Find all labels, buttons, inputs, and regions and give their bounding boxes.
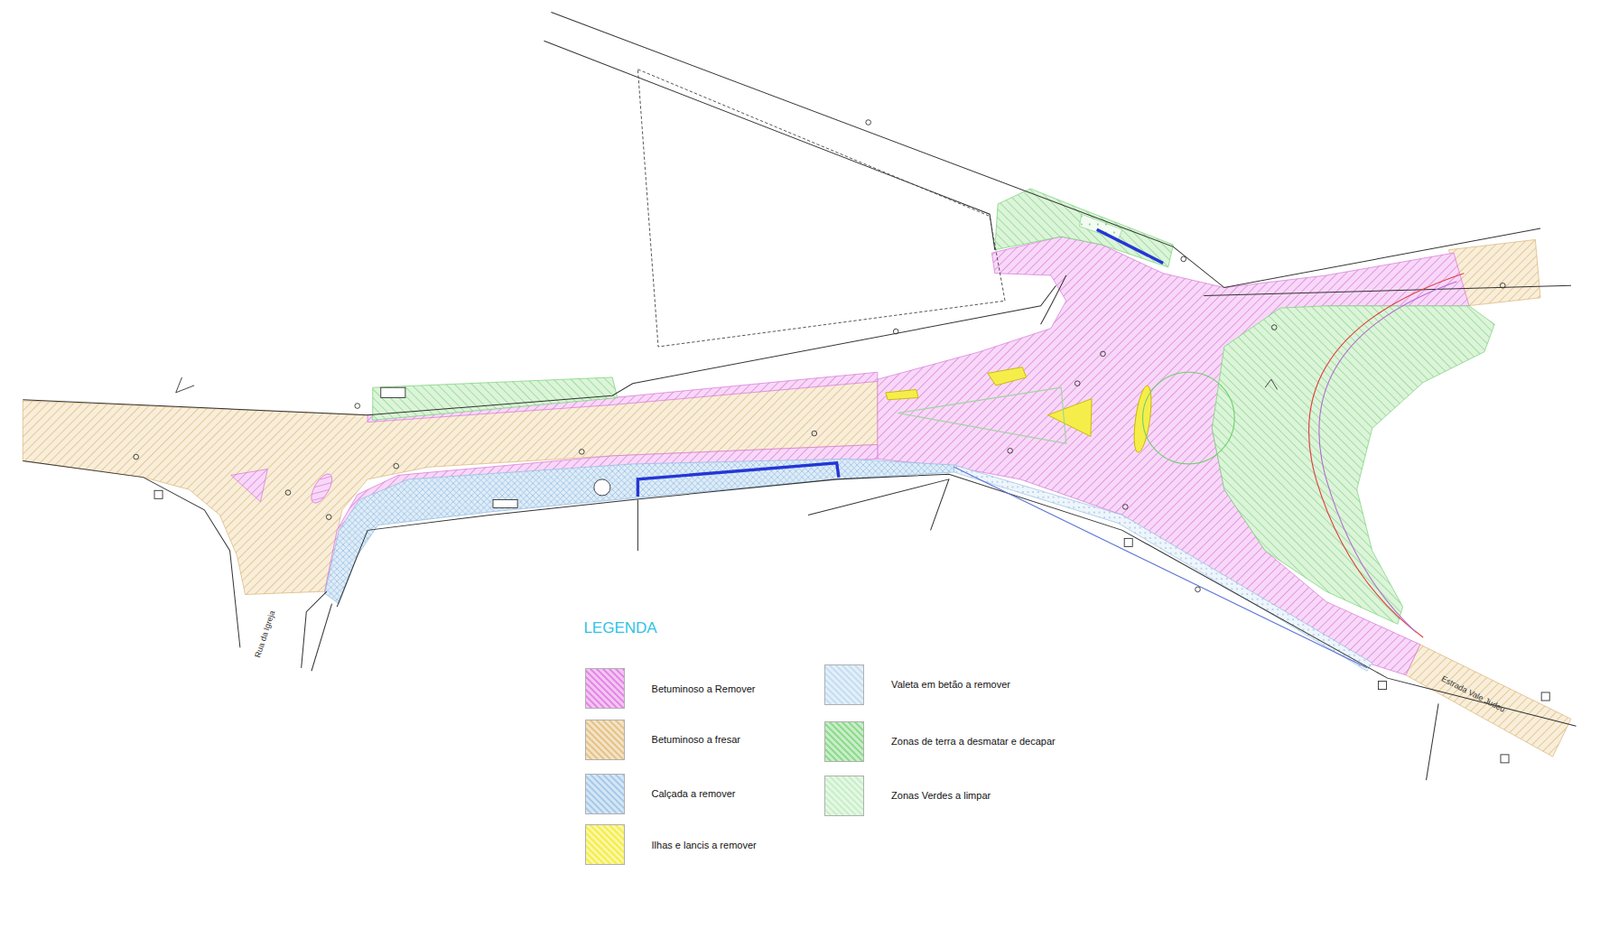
pavement-removal-area: [325, 458, 955, 604]
lamp-post-symbol: [133, 454, 140, 460]
legend-text: Betuminoso a fresar: [651, 734, 741, 745]
street-furniture-symbol: [154, 377, 1550, 763]
lamp-post-symbol: [1074, 381, 1080, 387]
roundabout-outline: [1143, 372, 1236, 465]
legend-text: Valeta em betão a remover: [891, 679, 1011, 690]
legend-swatch: [824, 664, 865, 706]
road-edge-line: [22, 12, 1576, 782]
island-kerb-removal: [987, 367, 1027, 386]
street-furniture-symbol: [1541, 692, 1550, 701]
lamp-post-symbol: [811, 430, 818, 437]
plot-boundary: [637, 69, 1005, 347]
lamp-post-symbol: [1007, 447, 1014, 454]
roundabout-outline: [897, 372, 1235, 465]
legend-swatch: [824, 721, 865, 763]
street-furniture-symbol: [1124, 538, 1133, 547]
lamp-post-symbol: [354, 403, 361, 410]
lamp-post-symbol: [1499, 282, 1506, 289]
plot-boundary: [637, 69, 1005, 347]
lamp-post-symbol: [893, 328, 899, 335]
road-edge-line: [808, 479, 949, 531]
lamp-post-symbol: [133, 120, 1506, 593]
drainage-line: [1097, 229, 1163, 263]
asphalt-removal-area: [231, 469, 269, 503]
island-kerb-removal: [885, 389, 919, 400]
legend-text: Zonas Verdes a limpar: [891, 790, 991, 801]
asphalt-removal-area: [306, 470, 336, 506]
earth-clearing-area: [995, 188, 1174, 268]
street-furniture-symbol: [1377, 681, 1387, 690]
island-kerb-removal: [885, 367, 1155, 455]
lamp-post-symbol: [1271, 325, 1277, 331]
lamp-post-symbol: [1195, 586, 1201, 593]
street-furniture-symbol: [594, 479, 611, 496]
legend-swatch: [585, 824, 625, 866]
street-furniture-symbol: [381, 387, 406, 398]
design-alignment: [1319, 281, 1458, 633]
island-kerb-removal: [1047, 399, 1092, 438]
lamp-post-symbol: [285, 490, 291, 496]
green-zone-cleaning: [652, 213, 1123, 492]
road-edge-line: [550, 12, 1541, 289]
drainage-line: [637, 463, 839, 497]
lamp-post-symbol: [578, 449, 585, 456]
street-furniture-symbol: [493, 499, 518, 508]
asphalt-milling-area: [1405, 644, 1572, 757]
lamp-post-symbol: [1122, 504, 1128, 511]
drainage-line: [637, 229, 1163, 497]
road-edge-line: [311, 604, 333, 672]
lamp-post-symbol: [393, 463, 400, 469]
road-edge-line: [1041, 275, 1067, 325]
lamp-post-symbol: [325, 514, 332, 521]
legend-text: Ilhas e lancis a remover: [651, 839, 757, 851]
road-edge-line: [543, 40, 995, 251]
asphalt-milling-area: [22, 239, 1572, 757]
earth-clearing-area: [372, 377, 618, 420]
lamp-post-symbol: [1181, 256, 1187, 262]
asphalt-removal-area: [367, 372, 878, 422]
street-furniture-symbol: [1500, 754, 1509, 763]
earth-clearing-area: [1211, 306, 1495, 624]
road-edge-line: [22, 461, 241, 649]
legend-text: Calçada a remover: [651, 788, 736, 800]
road-edge-line: [336, 474, 1576, 726]
legend-swatch: [585, 773, 625, 815]
green-zone-cleaning: [1079, 213, 1122, 240]
road-edge-line: [301, 591, 327, 669]
earth-clearing-area: [372, 188, 1495, 624]
design-alignment: [1309, 273, 1465, 638]
drainage-line: [954, 466, 1368, 669]
street-furniture-symbol: [176, 377, 195, 393]
legend-text: Betuminoso a Remover: [651, 683, 756, 695]
legend-swatch: [824, 775, 865, 817]
road-edge-line: [1426, 703, 1440, 781]
legend-heading: LEGENDA: [583, 619, 657, 638]
drainage-line: [954, 466, 1368, 669]
pavement-removal-area: [325, 458, 955, 604]
street-name: Rua da Igreja: [252, 609, 277, 659]
road-edge-line: [22, 285, 1056, 415]
legend-swatch: [585, 668, 625, 709]
street-furniture-symbol: [154, 490, 163, 499]
road-edge-line: [637, 499, 639, 550]
legend-swatch: [585, 719, 625, 761]
roundabout-outline: [897, 387, 1066, 444]
road-edge-line: [1203, 285, 1572, 296]
legend-text: Zonas de terra a desmatar e decapar: [891, 735, 1056, 747]
lamp-post-symbol: [865, 120, 872, 126]
lamp-post-symbol: [1100, 351, 1107, 357]
design-alignment: [1309, 273, 1465, 638]
street-furniture-symbol: [1265, 379, 1278, 390]
